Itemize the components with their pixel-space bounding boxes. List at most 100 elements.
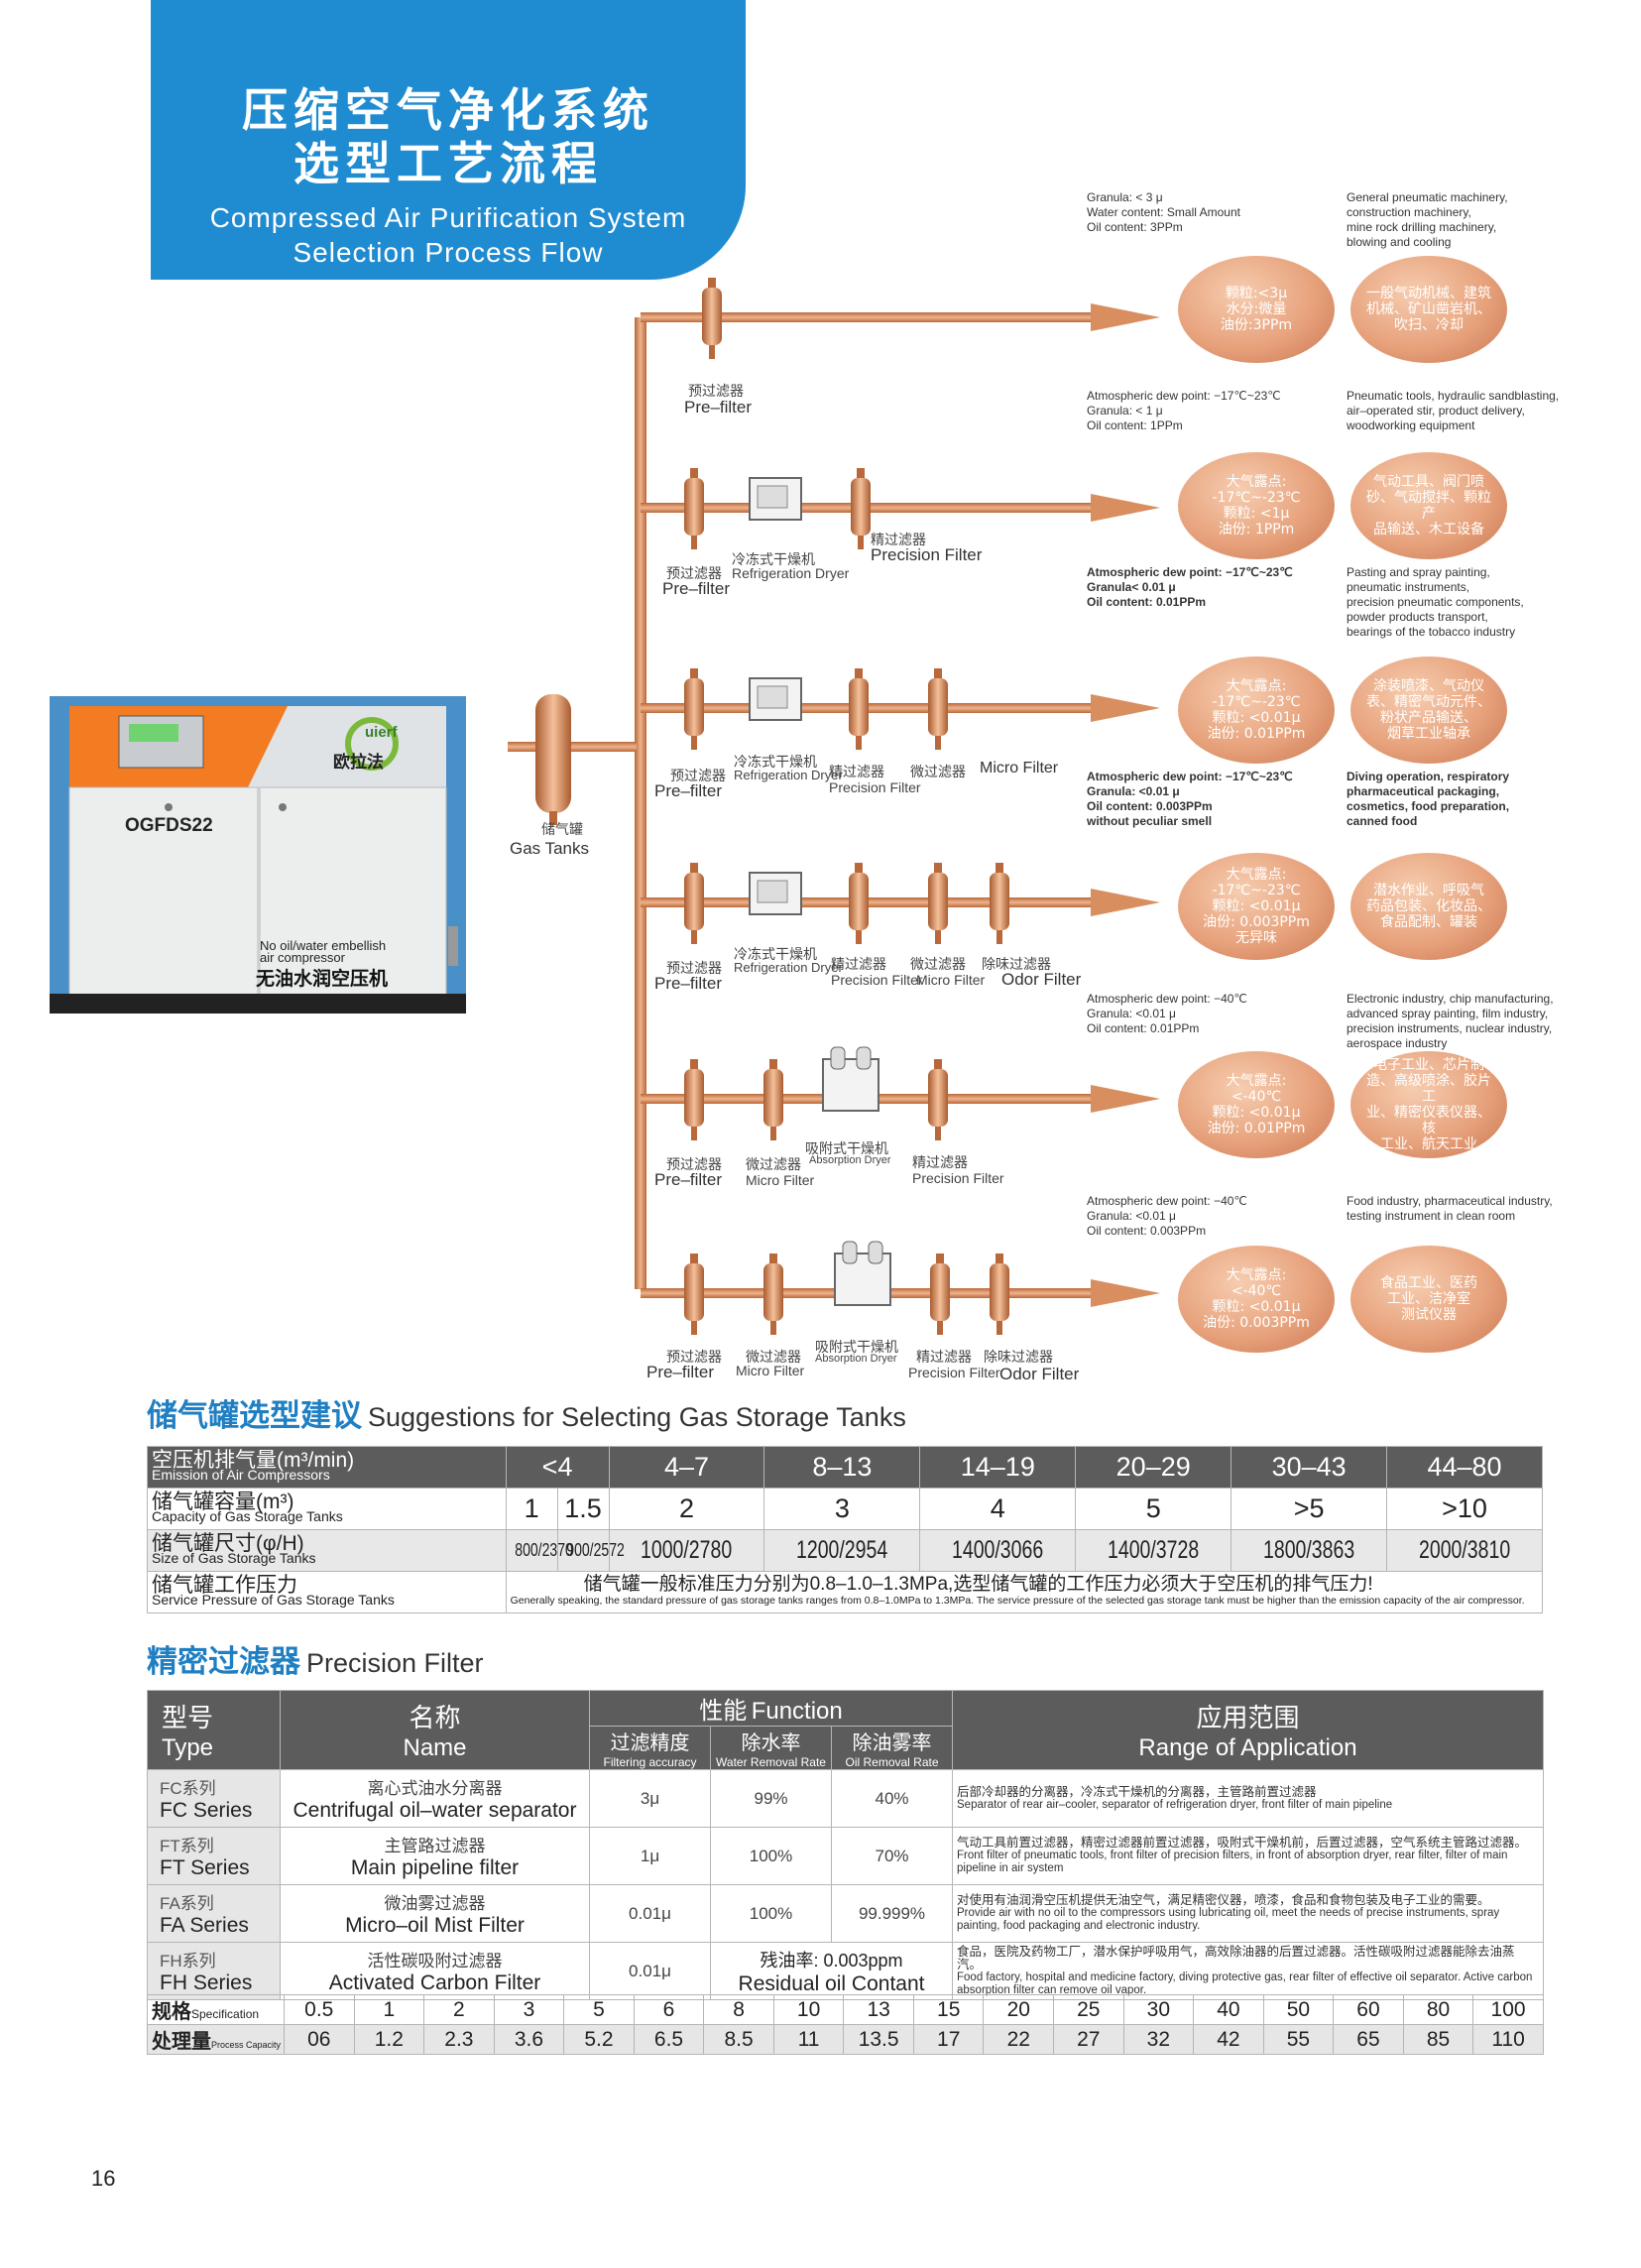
capacity-cell: 1.5 (556, 1488, 610, 1530)
row6-dryer-zh: 吸附式干燥机 (815, 1339, 898, 1355)
row1-app-note: General pneumatic machinery,construction… (1347, 190, 1508, 249)
filter-cap (708, 278, 716, 288)
gas-tank-table: 空压机排气量(m³/min)Emission of Air Compressor… (147, 1446, 1544, 1613)
filter-cap (934, 668, 942, 678)
filter-cap (690, 468, 698, 478)
process-flow-diagram: 储气罐 Gas Tanks 预过滤器 Pre–filter Granula: <… (508, 190, 1560, 1383)
filter-drain (935, 1127, 941, 1140)
row3-precision-en: Precision Filter (829, 779, 921, 795)
emission-label: 空压机排气量(m³/min)Emission of Air Compressor… (147, 1446, 507, 1489)
filter-shape (684, 873, 704, 930)
capacity-cell: 65 (1333, 2024, 1404, 2055)
spec-cell: 15 (912, 1994, 985, 2025)
gas-tank-shape (535, 694, 571, 813)
capacity-cell: >10 (1386, 1488, 1543, 1530)
row4-micro-en: Micro Filter (916, 972, 986, 988)
row3-app-note: Pasting and spray painting,pneumatic ins… (1347, 565, 1524, 639)
filter-shape (849, 678, 869, 736)
accuracy-cell: 0.01μ (589, 1942, 711, 2000)
row2-app-note: Pneumatic tools, hydraulic sandblasting,… (1347, 389, 1560, 432)
machine-caption-zh: 无油水润空压机 (256, 969, 389, 990)
row3-application-bubble: 涂装喷漆、气动仪表、精密气动元件、粉状产品输送、烟草工业轴承 (1350, 657, 1507, 764)
row4-odor-zh: 除味过滤器 (982, 956, 1051, 972)
title-en-line2: Selection Process Flow (293, 237, 604, 268)
tank-emission-row: 空压机排气量(m³/min)Emission of Air Compressor… (147, 1446, 1543, 1489)
dryer-tower (868, 1241, 883, 1264)
row4-micro-zh: 微过滤器 (910, 956, 966, 972)
row2-prefilter-en: Pre–filter (662, 579, 731, 598)
capacity-cell: 6.5 (633, 2024, 705, 2055)
row6-app-note: Food industry, pharmaceutical industry,t… (1347, 1194, 1553, 1223)
row4-odor-en: Odor Filter (1001, 970, 1082, 989)
size-cell: 800/2370 (505, 1529, 572, 1572)
application-cell: 对使用有油润滑空压机提供无油空气，满足精密仪器，喷漆，食品和食物包装及电子工业的… (952, 1884, 1545, 1943)
capacity-cell: 06 (284, 2024, 355, 2055)
title-banner: 压缩空气净化系统 选型工艺流程 Compressed Air Purificat… (151, 0, 746, 280)
oil-cell: 70% (830, 1827, 954, 1885)
capacity-cell: 5 (1075, 1488, 1232, 1530)
spec-cell: 40 (1193, 1994, 1264, 2025)
row3-prefilter-en: Pre–filter (654, 781, 723, 800)
filter-drain (691, 536, 697, 549)
filter-drain (996, 1321, 1002, 1335)
filter-title-zh: 精密过滤器 (147, 1644, 300, 1679)
row6-odor-zh: 除味过滤器 (984, 1349, 1053, 1365)
capacity-label: 处理量Process Capacity (147, 2024, 285, 2055)
row6-precision-en: Precision Filter (908, 1365, 1000, 1380)
filter-drain (856, 930, 862, 944)
filter-cap (855, 863, 863, 873)
water-cell: 100% (710, 1884, 832, 1943)
row5-micro-en: Micro Filter (746, 1172, 815, 1188)
row3-dryer-zh: 冷冻式干燥机 (734, 754, 817, 770)
capacity-cell: 1 (505, 1488, 558, 1530)
spec-cell: 50 (1262, 1994, 1335, 2025)
machine-brand: uierf (365, 724, 398, 741)
gas-tank-label-zh: 储气罐 (541, 821, 583, 837)
filter-cap (996, 863, 1003, 873)
filter-shape (930, 1263, 950, 1321)
filter-drain (937, 1321, 943, 1335)
dryer-panel (757, 880, 788, 903)
row2-precision-en: Precision Filter (871, 545, 983, 564)
row5-prefilter-zh: 预过滤器 (666, 1156, 722, 1172)
capacity-cell: 85 (1402, 2024, 1474, 2055)
filter-shape (990, 873, 1009, 930)
spec-cell: 8 (703, 1994, 774, 2025)
row2-application-bubble: 气动工具、阀门喷砂、气动搅拌、颗粒产品输送、木工设备 (1350, 452, 1507, 559)
capacity-cell: 17 (912, 2024, 985, 2055)
filter-drain (858, 536, 864, 549)
function-header: 性能 Function (588, 1690, 954, 1727)
capacity-cell: 13.5 (843, 2024, 914, 2055)
emission-cell: 44–80 (1386, 1446, 1543, 1489)
row5-dryer-zh: 吸附式干燥机 (805, 1140, 888, 1156)
spec-cell: 25 (1053, 1994, 1124, 2025)
spec-cell: 1 (353, 1994, 425, 2025)
row1-prefilter-en: Pre–filter (684, 398, 753, 417)
capacity-cell: 2 (608, 1488, 765, 1530)
filter-shape (928, 873, 948, 930)
filter-cap (690, 668, 698, 678)
filter-cap (934, 863, 942, 873)
emission-cell: 4–7 (608, 1446, 765, 1489)
capacity-cell: 5.2 (563, 2024, 635, 2055)
capacity-cell: 32 (1122, 2024, 1195, 2055)
machine-model: OGFDS22 (125, 815, 213, 836)
